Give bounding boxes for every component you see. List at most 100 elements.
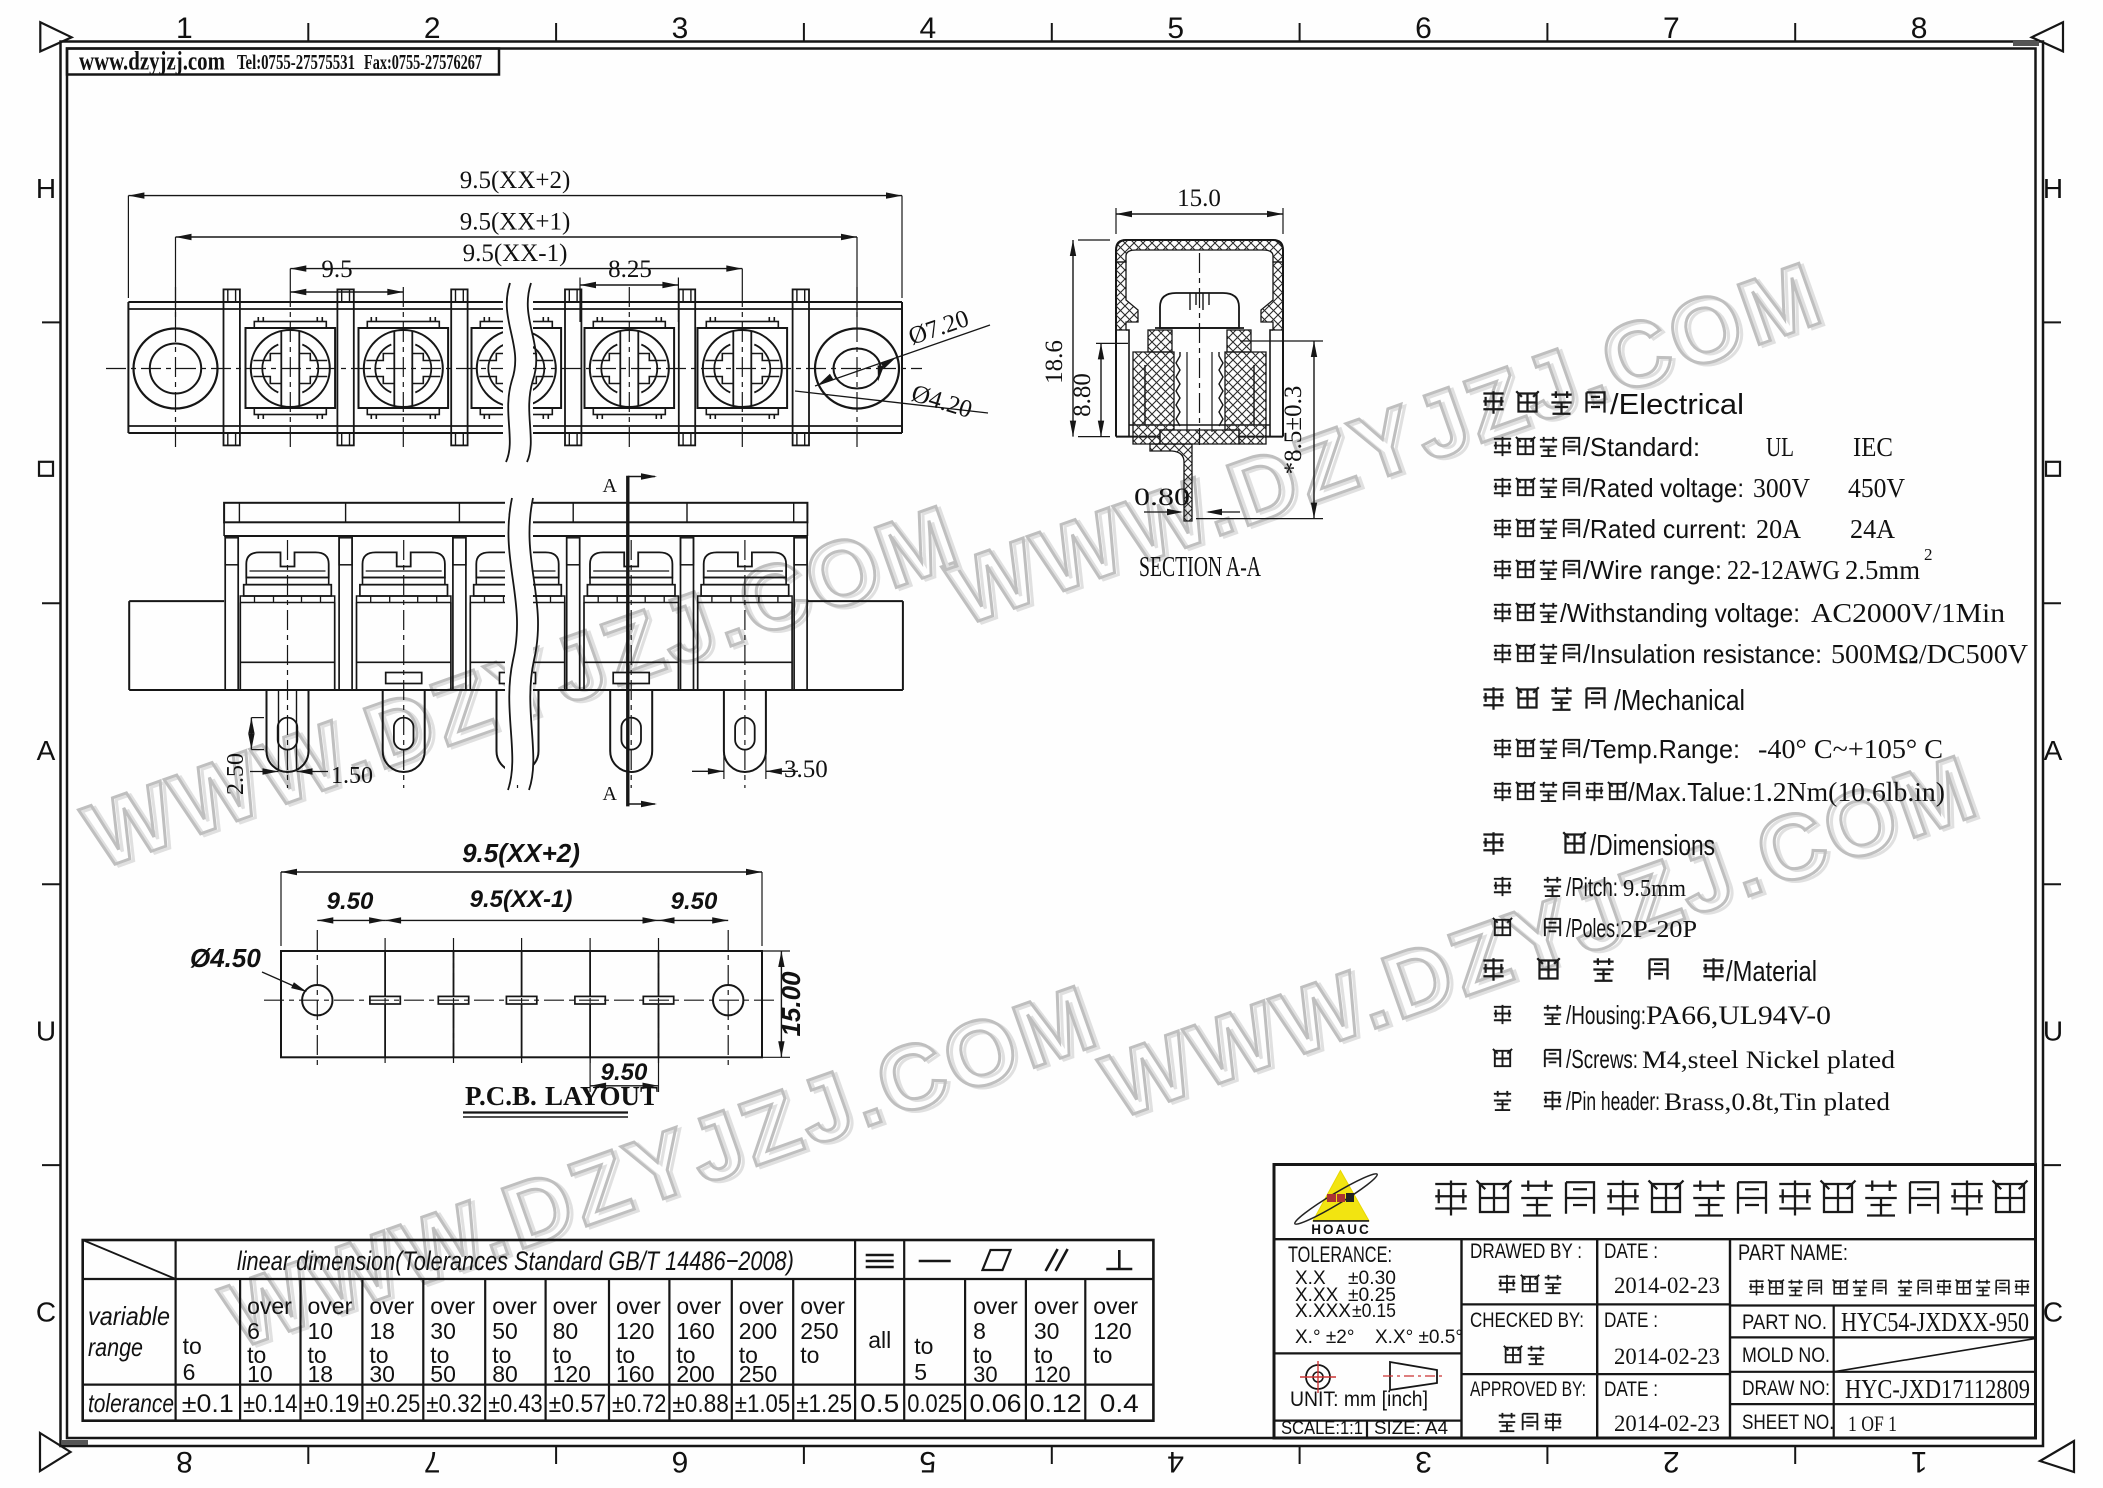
svg-text:0.12: 0.12 xyxy=(1030,1390,1082,1418)
svg-text:/Withstanding voltage:: /Withstanding voltage: xyxy=(1560,598,1800,628)
svg-text:24A: 24A xyxy=(1850,514,1895,544)
svg-text:160: 160 xyxy=(616,1361,654,1387)
svg-text:0.5: 0.5 xyxy=(860,1390,899,1418)
svg-text:to: to xyxy=(616,1342,635,1368)
svg-text:18.6: 18.6 xyxy=(1041,340,1068,384)
svg-text:9.5mm: 9.5mm xyxy=(1623,876,1686,902)
svg-text:18: 18 xyxy=(308,1361,334,1387)
svg-text:200: 200 xyxy=(739,1318,777,1344)
svg-text:6: 6 xyxy=(1415,12,1432,45)
svg-text:120: 120 xyxy=(1093,1318,1131,1344)
svg-text:to: to xyxy=(492,1342,511,1368)
svg-text:8: 8 xyxy=(176,1445,193,1478)
svg-text:AC2000V/1Min: AC2000V/1Min xyxy=(1811,598,2006,628)
svg-text:over: over xyxy=(1034,1293,1079,1319)
svg-text:9.5(XX+2): 9.5(XX+2) xyxy=(462,838,580,868)
svg-text:10: 10 xyxy=(247,1361,273,1387)
svg-text:±0.15: ±0.15 xyxy=(1352,1301,1396,1322)
svg-text:±0.25: ±0.25 xyxy=(365,1390,420,1418)
svg-text:IEC: IEC xyxy=(1853,432,1893,462)
svg-text:over: over xyxy=(247,1293,292,1319)
svg-text:/Wire range:: /Wire range: xyxy=(1583,555,1722,585)
svg-text:C: C xyxy=(2043,1297,2063,1328)
svg-text:5: 5 xyxy=(914,1359,927,1385)
svg-text:LAYOUT: LAYOUT xyxy=(545,1081,658,1111)
svg-text:range: range xyxy=(88,1332,143,1362)
svg-text:7: 7 xyxy=(424,1445,441,1478)
svg-text:linear dimension(Tolerances: linear dimension(Tolerances Standard GB/… xyxy=(237,1246,794,1276)
svg-text:A: A xyxy=(2044,735,2063,766)
svg-text:DATE :: DATE : xyxy=(1604,1378,1658,1401)
svg-text:U: U xyxy=(36,1016,56,1047)
svg-text:-40° C~+105° C: -40° C~+105° C xyxy=(1758,734,1943,764)
svg-text:PA66,UL94V-0: PA66,UL94V-0 xyxy=(1646,1001,1831,1030)
svg-text:/Pin header:: /Pin header: xyxy=(1566,1086,1660,1116)
svg-text:SIZE: A4: SIZE: A4 xyxy=(1374,1417,1448,1438)
svg-text:6: 6 xyxy=(672,1445,689,1478)
svg-text:over: over xyxy=(369,1293,414,1319)
svg-text:over: over xyxy=(676,1293,721,1319)
svg-text:±0.57: ±0.57 xyxy=(549,1390,606,1418)
svg-text:9.50: 9.50 xyxy=(671,888,718,915)
svg-text:A: A xyxy=(603,783,618,805)
svg-text:/Rated voltage:: /Rated voltage: xyxy=(1583,473,1744,503)
svg-text:±1.25: ±1.25 xyxy=(796,1390,852,1418)
svg-text:over: over xyxy=(308,1293,353,1319)
svg-text:/Material: /Material xyxy=(1726,956,1817,988)
svg-text:DATE :: DATE : xyxy=(1604,1240,1658,1263)
svg-text:over: over xyxy=(739,1293,784,1319)
svg-text:4: 4 xyxy=(919,12,936,45)
svg-text:to: to xyxy=(676,1342,695,1368)
svg-text:200: 200 xyxy=(676,1361,714,1387)
svg-text:Tel:0755-27575531: Tel:0755-27575531 xyxy=(237,50,355,74)
svg-text:to: to xyxy=(247,1342,266,1368)
svg-text:SHEET NO.: SHEET NO. xyxy=(1742,1411,1834,1434)
svg-text:8.80: 8.80 xyxy=(1069,373,1096,417)
svg-text:300V: 300V xyxy=(1753,473,1810,503)
svg-text:9.5(XX+2): 9.5(XX+2) xyxy=(460,167,571,194)
svg-text:160: 160 xyxy=(676,1318,714,1344)
svg-text:±0.43: ±0.43 xyxy=(488,1390,542,1418)
svg-text:all: all xyxy=(868,1327,891,1353)
svg-text:3: 3 xyxy=(672,12,689,45)
svg-text:UNIT: mm [inch]: UNIT: mm [inch] xyxy=(1290,1388,1428,1411)
svg-text:Fax:0755-27576267: Fax:0755-27576267 xyxy=(364,50,482,74)
svg-text:20A: 20A xyxy=(1756,514,1801,544)
svg-text:to: to xyxy=(1034,1342,1053,1368)
svg-text:9.50: 9.50 xyxy=(327,888,374,915)
svg-text:to: to xyxy=(914,1333,933,1359)
svg-text:1: 1 xyxy=(1911,1445,1928,1478)
svg-text:1.50: 1.50 xyxy=(331,763,373,789)
svg-text:15.00: 15.00 xyxy=(776,971,806,1037)
svg-text:PART NAME:: PART NAME: xyxy=(1738,1240,1848,1265)
svg-text:to: to xyxy=(369,1342,388,1368)
svg-text:over: over xyxy=(973,1293,1018,1319)
svg-text:30: 30 xyxy=(430,1318,456,1344)
svg-text:±0.32: ±0.32 xyxy=(426,1390,482,1418)
svg-text:TOLERANCE:: TOLERANCE: xyxy=(1288,1242,1392,1267)
svg-text:9.5: 9.5 xyxy=(321,256,352,283)
svg-text:9.5(XX-1): 9.5(XX-1) xyxy=(463,240,568,267)
svg-text:to: to xyxy=(1093,1342,1112,1368)
svg-text:2.5mm: 2.5mm xyxy=(1845,555,1920,585)
svg-text:1.2Nm(10.6lb.in): 1.2Nm(10.6lb.in) xyxy=(1752,777,1945,807)
svg-text:2014-02-23: 2014-02-23 xyxy=(1614,1411,1720,1436)
svg-text:22-12AWG: 22-12AWG xyxy=(1727,555,1840,585)
svg-text:PART NO.: PART NO. xyxy=(1742,1311,1827,1334)
svg-text:over: over xyxy=(430,1293,475,1319)
svg-text:X.° ±2°: X.° ±2° xyxy=(1295,1327,1354,1348)
svg-text:9.5(XX+1): 9.5(XX+1) xyxy=(460,209,571,236)
svg-text:A: A xyxy=(603,475,618,497)
svg-text:7: 7 xyxy=(1663,12,1680,45)
svg-text:±0.72: ±0.72 xyxy=(612,1390,666,1418)
svg-text:H: H xyxy=(2043,173,2063,204)
svg-text:30: 30 xyxy=(1034,1318,1060,1344)
svg-text:9.50: 9.50 xyxy=(601,1059,648,1086)
svg-text:1: 1 xyxy=(176,12,193,45)
svg-text:±0.30: ±0.30 xyxy=(1348,1268,1396,1289)
svg-text:/Screws:: /Screws: xyxy=(1566,1044,1638,1074)
svg-text:/Standard:: /Standard: xyxy=(1583,432,1700,462)
svg-text:450V: 450V xyxy=(1848,473,1905,503)
svg-text:2.50: 2.50 xyxy=(223,753,249,795)
svg-text:10: 10 xyxy=(308,1318,334,1344)
